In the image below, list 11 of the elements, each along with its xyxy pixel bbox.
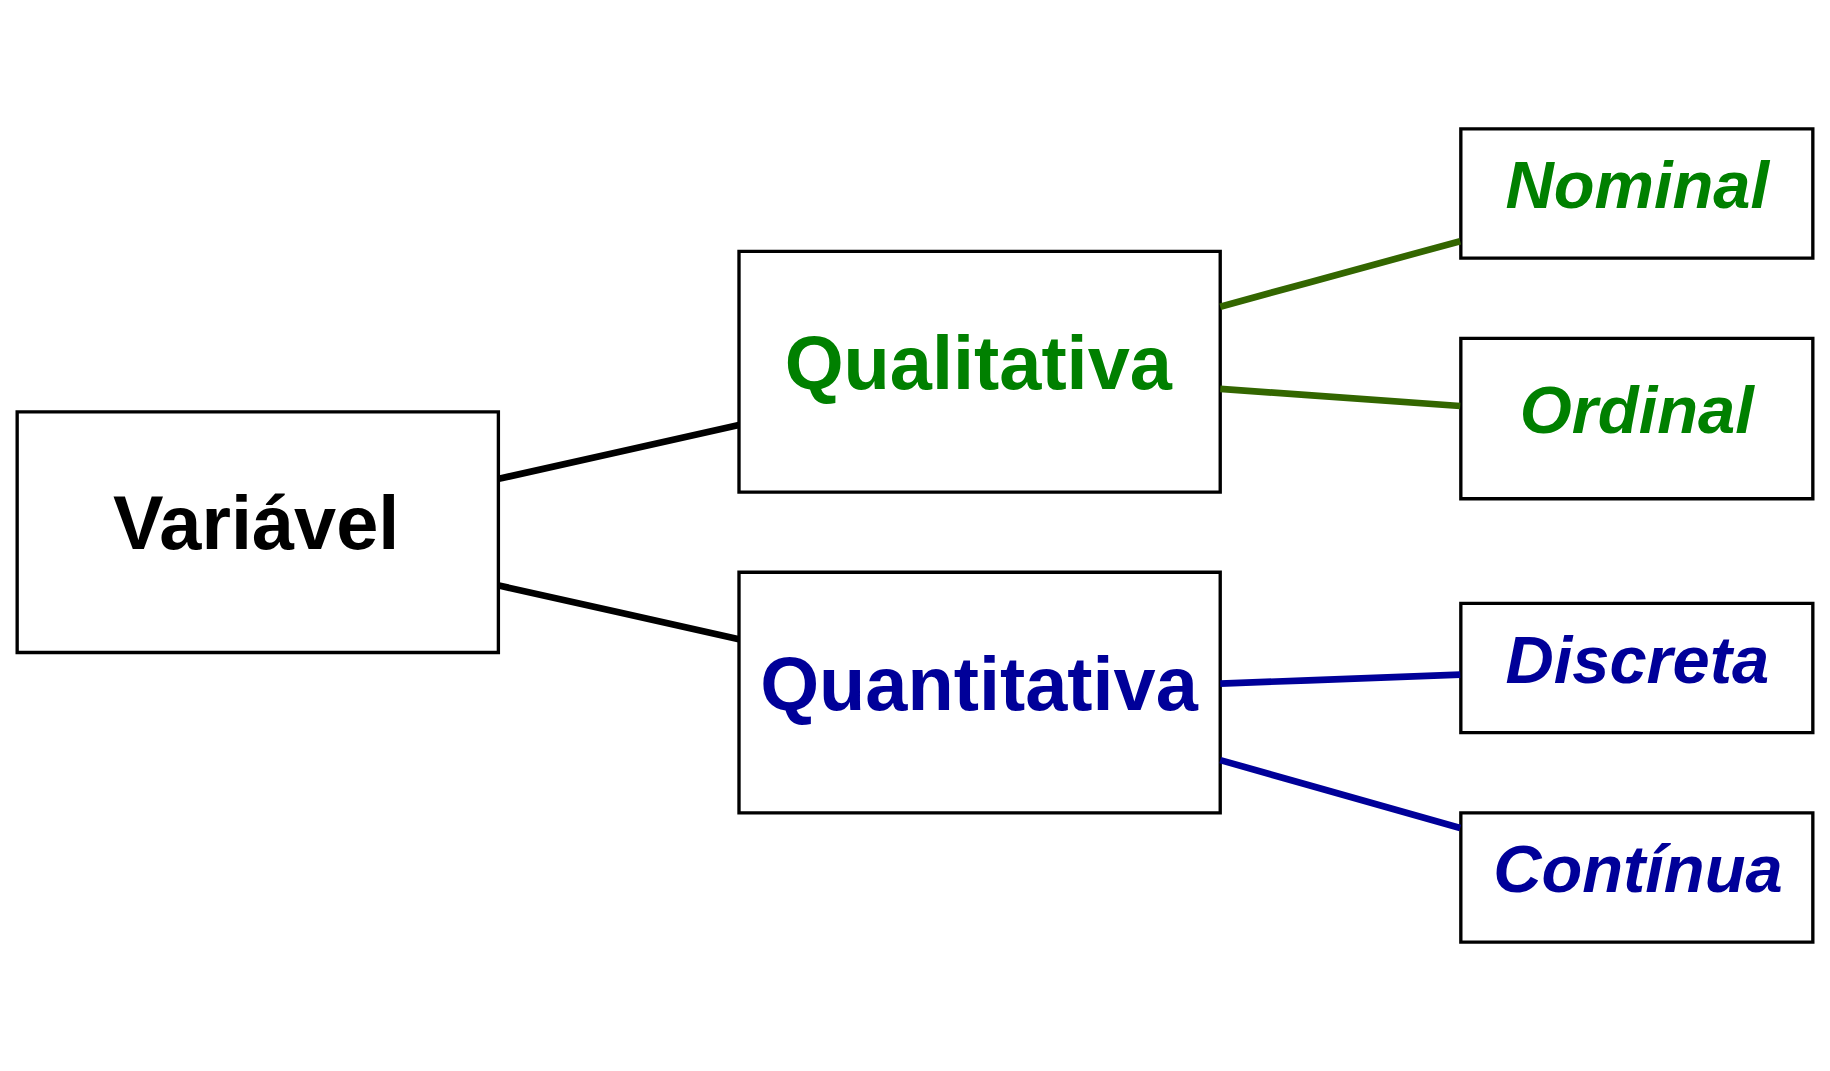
node-box: Contínua (1459, 811, 1815, 944)
node-box: Ordinal (1459, 336, 1815, 501)
node-box: Nominal (1459, 127, 1815, 260)
node-box: Variável (15, 410, 501, 655)
node-box: Qualitativa (737, 249, 1222, 494)
connector (498, 582, 740, 643)
node-box: Discreta (1459, 601, 1815, 735)
node-box: Quantitativa (737, 570, 1222, 815)
connector (1219, 237, 1462, 310)
connector (1219, 756, 1462, 832)
connector (498, 421, 740, 482)
